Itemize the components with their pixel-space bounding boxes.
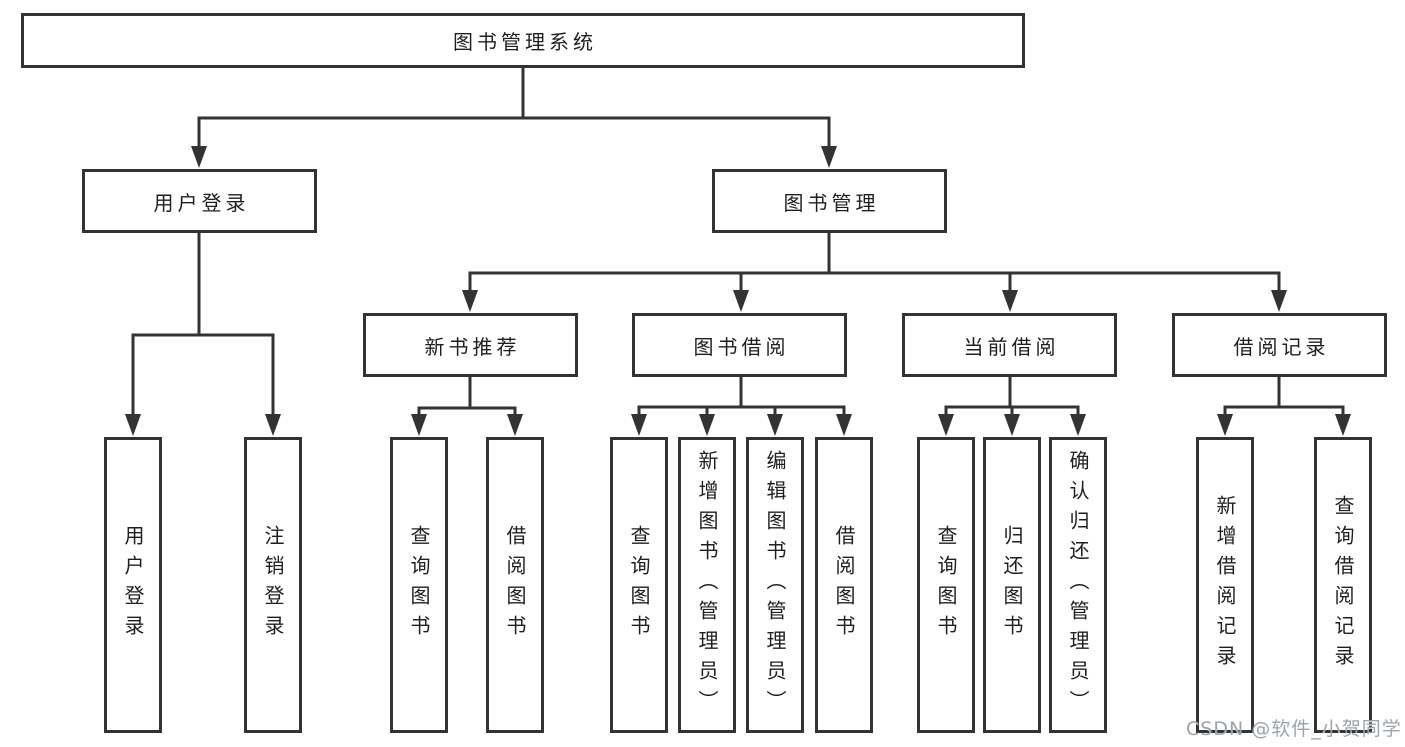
leaf-borrow-borrow-book: 借阅图书 [815, 437, 873, 733]
node-book-borrow: 图书借阅 [632, 313, 847, 377]
leaf-borrow-query-book: 查询图书 [610, 437, 668, 733]
leaf-borrow-edit-book-admin: 编辑图书（管理员） [746, 437, 804, 733]
leaf-current-confirm-return-admin: 确认归还（管理员） [1049, 437, 1107, 733]
leaf-logout: 注销登录 [244, 437, 302, 733]
leaf-user-login: 用户登录 [104, 437, 162, 733]
node-user-login: 用户登录 [82, 169, 317, 233]
node-current-borrow: 当前借阅 [902, 313, 1117, 377]
leaf-records-query-record: 查询借阅记录 [1314, 437, 1372, 733]
leaf-borrow-add-book-admin: 新增图书（管理员） [678, 437, 736, 733]
leaf-current-query-book: 查询图书 [917, 437, 975, 733]
node-new-book-recommend: 新书推荐 [363, 313, 578, 377]
watermark: CSDN @软件_小贺同学 [1186, 718, 1402, 740]
leaf-recommend-query-book: 查询图书 [390, 437, 448, 733]
node-borrow-records: 借阅记录 [1172, 313, 1387, 377]
arrowheads [125, 146, 1351, 436]
node-root: 图书管理系统 [21, 13, 1025, 68]
leaf-current-return-book: 归还图书 [983, 437, 1041, 733]
leaf-records-add-record: 新增借阅记录 [1196, 437, 1254, 733]
node-book-management: 图书管理 [712, 169, 947, 233]
leaf-recommend-borrow-book: 借阅图书 [486, 437, 544, 733]
